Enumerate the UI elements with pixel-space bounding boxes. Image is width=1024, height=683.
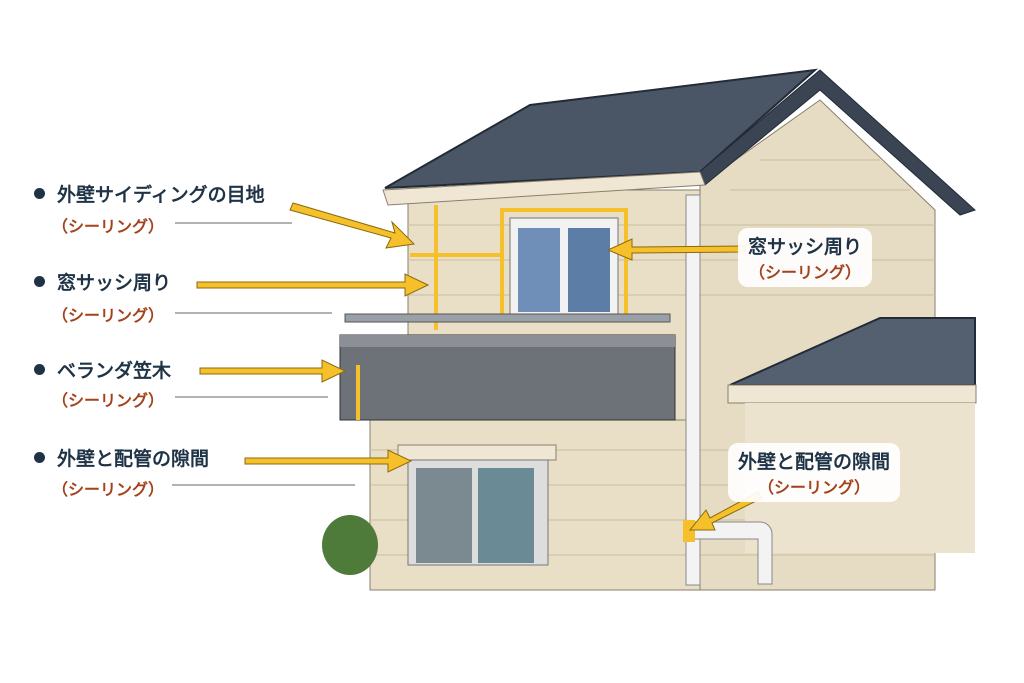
bullet-icon	[34, 276, 45, 287]
arrow-window-right	[606, 238, 746, 261]
balcony-railing	[344, 313, 671, 323]
bullet-icon	[34, 364, 45, 375]
main-roof	[384, 68, 819, 189]
label-siding-joint-sub: （シーリング）	[52, 217, 165, 236]
label-wall-pipe-gap-sub: （シーリング）	[52, 480, 165, 499]
label-balcony-coping-sub: （シーリング）	[52, 391, 165, 410]
arrow-balcony	[199, 359, 347, 383]
label-balcony-coping: ベランダ笠木	[34, 356, 171, 383]
label-wall-pipe-gap: 外壁と配管の隙間	[34, 444, 209, 471]
label-siding-joint: 外壁サイディングの目地	[34, 180, 265, 207]
bush	[322, 515, 378, 575]
arrow-siding-joint	[289, 202, 416, 249]
bullet-icon	[34, 188, 45, 199]
label-window-sash: 窓サッシ周り	[34, 268, 171, 295]
arrow-pipe-left	[244, 449, 413, 473]
side-pipe	[689, 521, 773, 585]
label-window-sash-sub: （シーリング）	[52, 306, 165, 325]
callout-wall-pipe-gap: 外壁と配管の隙間 （シーリング）	[728, 443, 901, 502]
bullet-icon	[34, 452, 45, 463]
drain-pipe	[685, 194, 701, 586]
callout-window-sash: 窓サッシ周り （シーリング）	[738, 228, 873, 287]
balcony	[339, 334, 676, 421]
arrow-window-left	[196, 273, 430, 297]
